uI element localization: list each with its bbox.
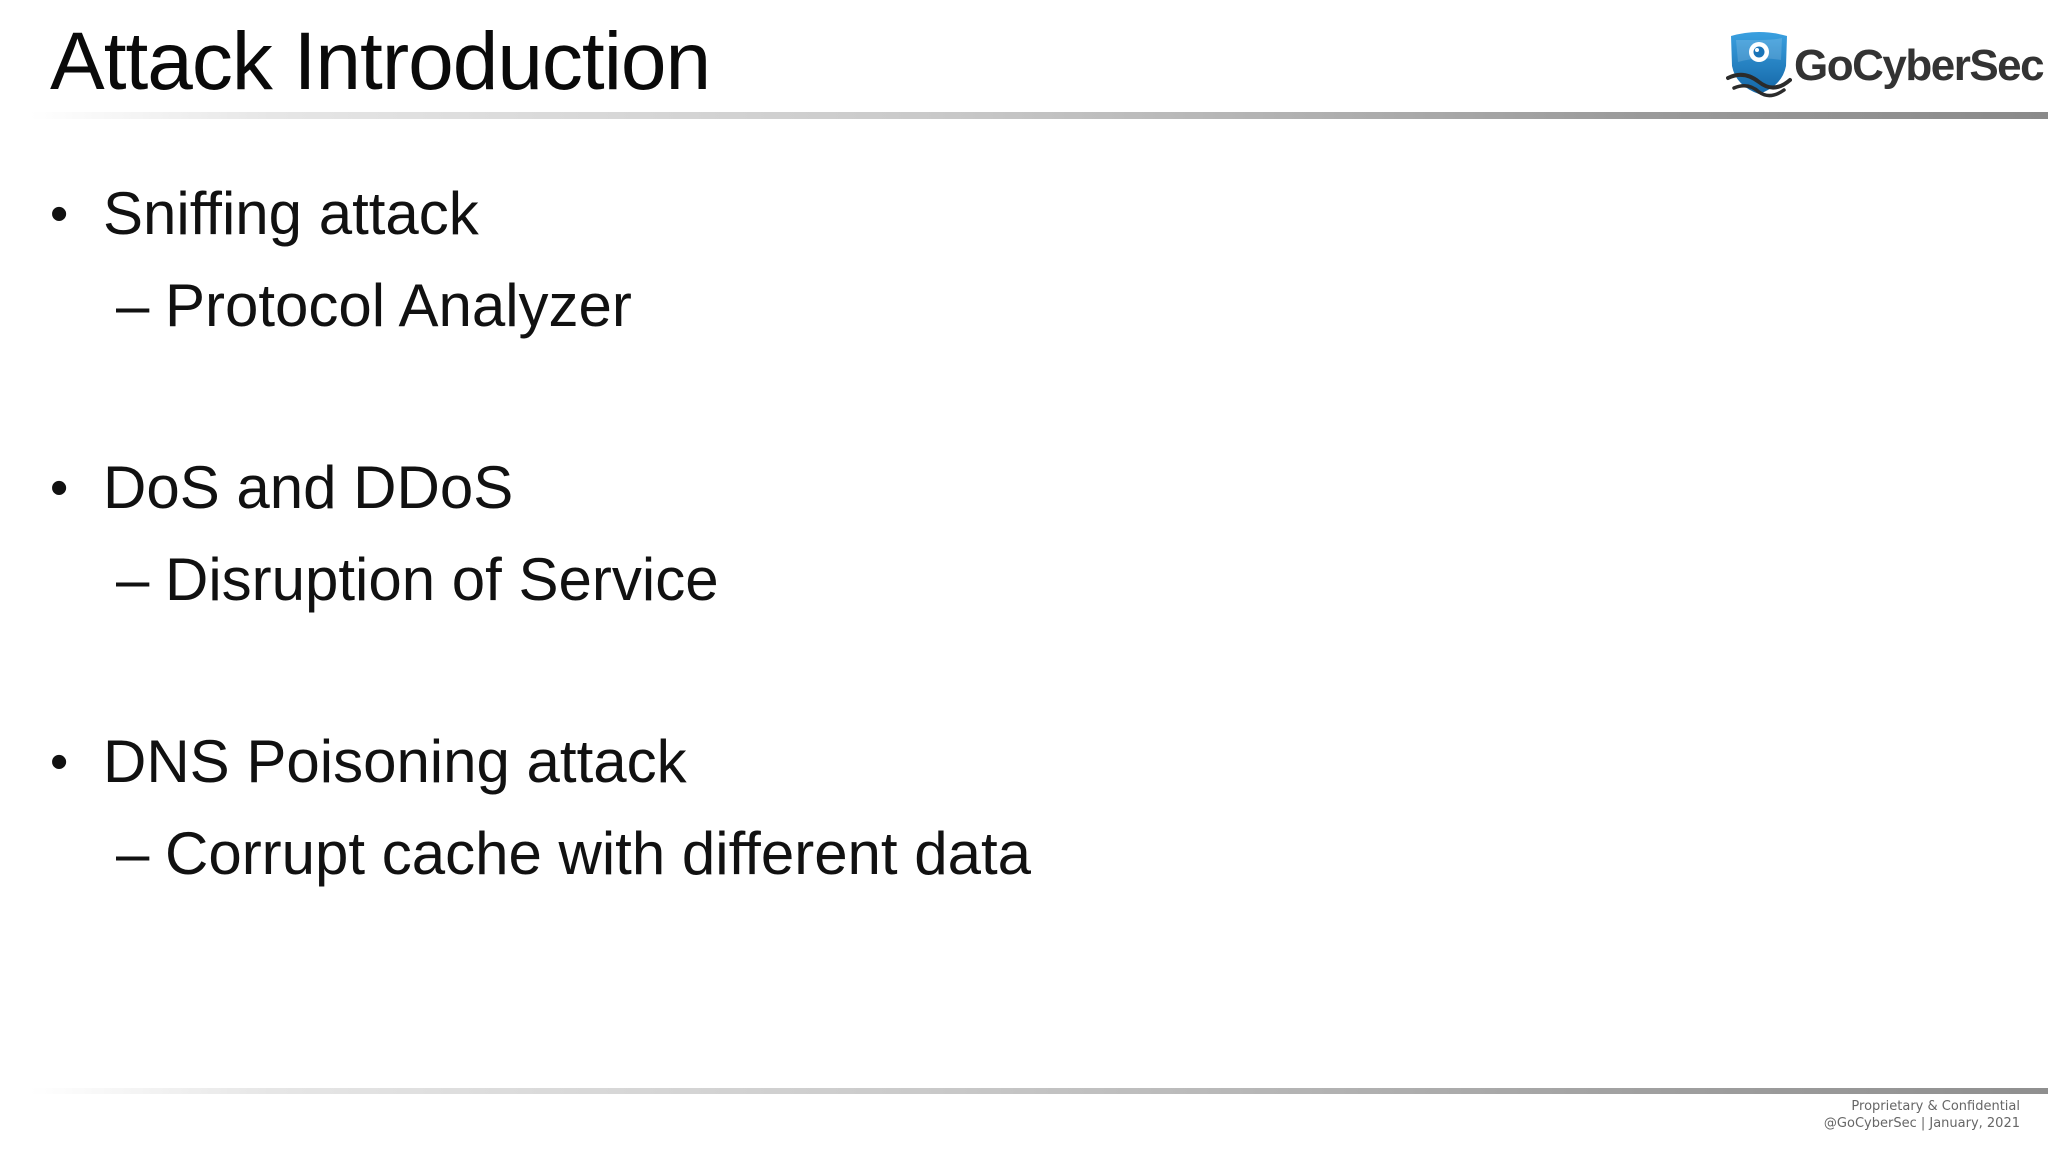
bullet-text: Sniffing attack [103, 180, 479, 247]
company-logo: GoCyberSec [1726, 30, 2045, 102]
title-divider [30, 112, 2048, 119]
bullet-marker: • [50, 185, 69, 243]
sub-bullet-marker: – [116, 272, 150, 339]
shield-eye-icon [1726, 32, 1792, 98]
bullet-marker: • [50, 459, 69, 517]
bullet-text: DoS and DDoS [103, 454, 514, 521]
sub-bullet-marker: – [116, 546, 150, 613]
sub-bullet-text: Corrupt cache with different data [165, 820, 1032, 887]
footer-divider [30, 1088, 2048, 1094]
logo-wordmark: GoCyberSec [1794, 41, 2045, 90]
footer-confidential: Proprietary & Confidential [1851, 1099, 2020, 1114]
sub-bullet-marker: – [116, 820, 150, 887]
sub-bullet-text: Protocol Analyzer [165, 272, 632, 339]
slide-title: Attack Introduction [50, 16, 711, 107]
sub-bullet-text: Disruption of Service [165, 546, 719, 613]
footer: Proprietary & Confidential @GoCyberSec |… [1824, 1098, 2020, 1132]
footer-copyright-date: @GoCyberSec | January, 2021 [1823, 1116, 2020, 1131]
bullet-marker: • [50, 733, 69, 791]
bullet-text: DNS Poisoning attack [103, 728, 687, 795]
